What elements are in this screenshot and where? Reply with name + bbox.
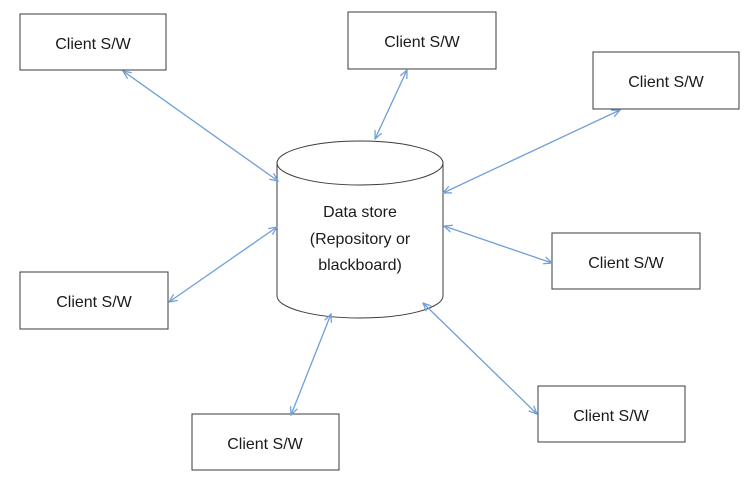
client-box-bottom-right: Client S/W: [537, 385, 686, 443]
client-label: Client S/W: [588, 255, 664, 272]
arrow-top-left: [123, 71, 278, 181]
client-label: Client S/W: [227, 436, 303, 453]
client-box-top-right: Client S/W: [592, 51, 740, 110]
store-label-line-2: (Repository or: [310, 231, 411, 248]
arrow-middle-left: [169, 227, 277, 302]
client-label: Client S/W: [384, 34, 460, 51]
store-label-line-3: blackboard): [318, 257, 402, 274]
client-box-middle-left: Client S/W: [19, 271, 169, 330]
data-store-cylinder: Data store (Repository or blackboard): [276, 140, 444, 319]
client-box-top-left: Client S/W: [19, 13, 167, 71]
client-label: Client S/W: [55, 36, 131, 53]
client-label: Client S/W: [628, 74, 704, 91]
client-box-bottom-left: Client S/W: [191, 413, 340, 471]
client-box-middle-right: Client S/W: [551, 232, 701, 290]
client-box-top-center: Client S/W: [347, 11, 497, 70]
arrow-top-center: [375, 70, 407, 139]
store-label-line-1: Data store: [323, 204, 397, 221]
arrow-bottom-left: [291, 314, 331, 415]
client-label: Client S/W: [573, 408, 649, 425]
arrow-top-right: [443, 110, 620, 193]
arrow-bottom-right: [423, 303, 537, 414]
client-label: Client S/W: [56, 294, 132, 311]
arrow-middle-right: [444, 226, 552, 263]
